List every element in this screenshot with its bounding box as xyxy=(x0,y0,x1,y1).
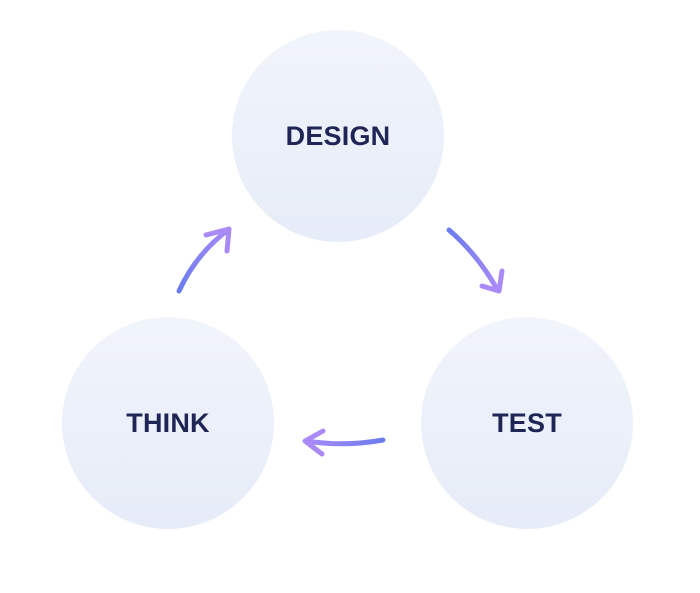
arrow-design-to-test xyxy=(446,227,505,294)
node-think-label: THINK xyxy=(126,407,210,438)
arrow-test-to-think xyxy=(302,428,386,457)
node-design-label: DESIGN xyxy=(285,120,391,151)
arrow-think-to-design xyxy=(176,226,232,294)
node-design: DESIGN xyxy=(232,30,444,242)
node-think: THINK xyxy=(62,317,274,529)
node-test: TEST xyxy=(421,317,633,529)
node-test-label: TEST xyxy=(492,407,562,438)
